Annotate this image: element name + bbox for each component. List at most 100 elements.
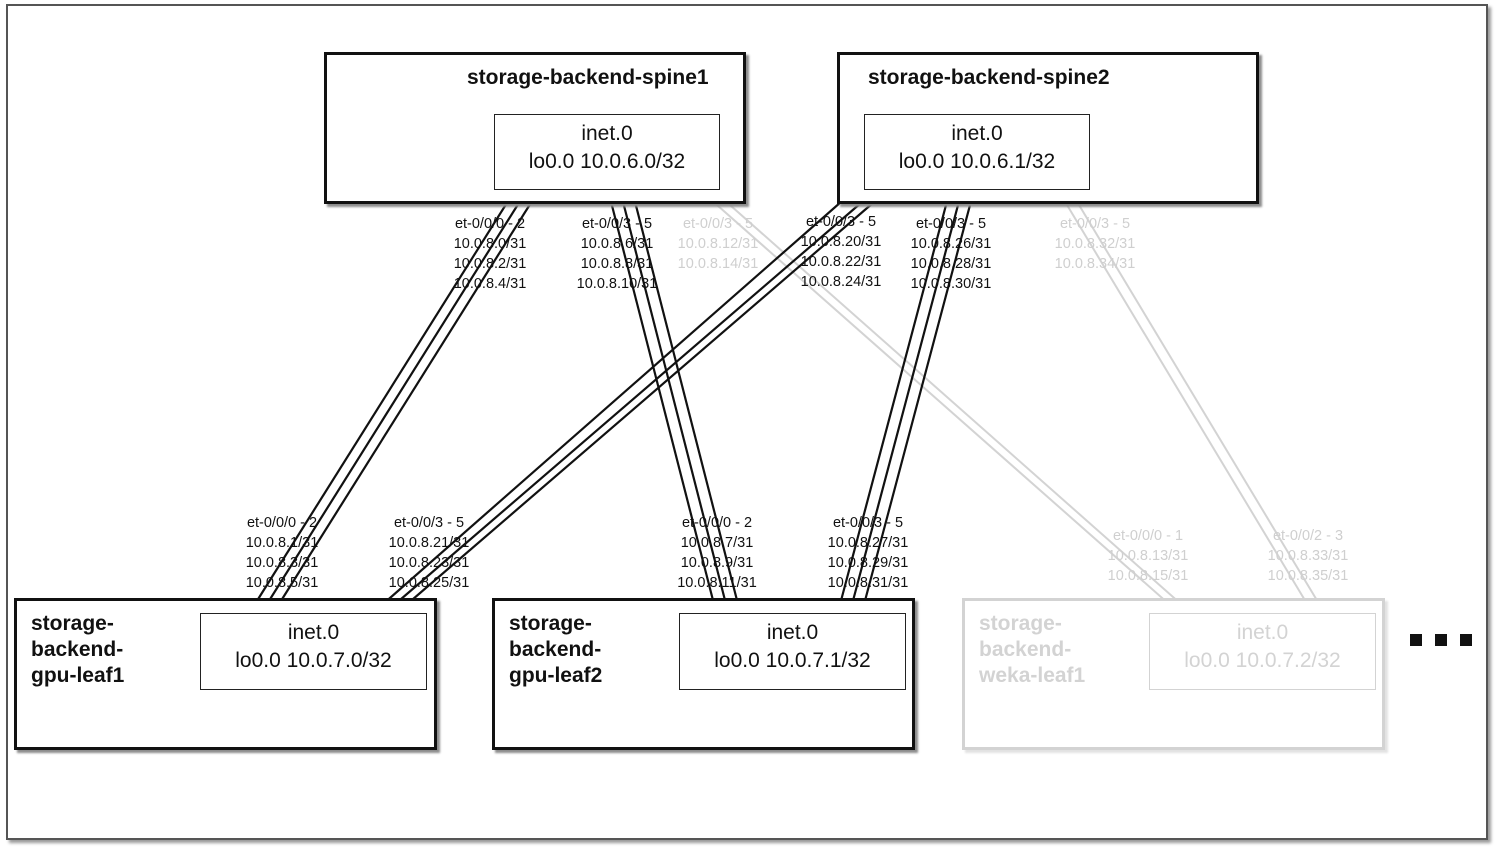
interface-range: et-0/0/3 - 5 — [805, 214, 877, 230]
interface-range: et-0/0/0 - 2 — [246, 515, 318, 531]
rib-name: inet.0 — [287, 621, 340, 644]
node-title: storage- backend- gpu-leaf2 — [509, 611, 602, 689]
ip-address: 10.0.8.26/31 — [910, 236, 992, 252]
link-label-spine2-weka-leaf1: et-0/0/3 - 5 10.0.8.32/31 10.0.8.34/31 — [1045, 214, 1145, 274]
ip-address: 10.0.8.31/31 — [827, 575, 909, 591]
link-label-gpu-leaf1-spine2: et-0/0/3 - 5 10.0.8.21/31 10.0.8.23/31 1… — [379, 513, 479, 593]
link-label-spine1-weka-leaf1: et-0/0/3 - 5 10.0.8.12/31 10.0.8.14/31 — [668, 214, 768, 274]
node-title-line: backend- — [509, 638, 602, 661]
link-spine2-weka-leaf1 — [1057, 189, 1313, 613]
dot-icon — [1460, 634, 1472, 646]
interface-range: et-0/0/2 - 3 — [1272, 528, 1344, 544]
link-spine2-gpu-leaf1 — [373, 179, 867, 613]
node-storage-backend-spine2[interactable]: storage-backend-spine2 inet.0 lo0.0 10.0… — [837, 52, 1259, 204]
link-label-gpu-leaf2-spine1: et-0/0/0 - 2 10.0.8.7/31 10.0.8.9/31 10.… — [667, 513, 767, 593]
ip-address: 10.0.8.23/31 — [388, 555, 470, 571]
node-title: storage- backend- weka-leaf1 — [979, 611, 1085, 689]
ip-address: 10.0.8.8/31 — [580, 256, 654, 272]
interface-range: et-0/0/3 - 5 — [393, 515, 465, 531]
ip-address: 10.0.8.10/31 — [576, 276, 658, 292]
routing-table-box: inet.0 lo0.0 10.0.6.1/32 — [864, 114, 1090, 190]
node-title: storage- backend- gpu-leaf1 — [31, 611, 124, 689]
rib-name: inet.0 — [581, 122, 633, 145]
link-spine2-weka-leaf1 — [1069, 189, 1325, 613]
node-title-line: storage- — [509, 612, 592, 635]
interface-range: et-0/0/3 - 5 — [832, 515, 904, 531]
ip-address: 10.0.8.11/31 — [677, 575, 757, 591]
interface-range: et-0/0/3 - 5 — [1059, 216, 1131, 232]
ip-address: 10.0.8.1/31 — [245, 535, 319, 551]
rib-name: inet.0 — [951, 122, 1003, 145]
loopback-address: lo0.0 10.0.6.1/32 — [898, 150, 1056, 173]
interface-range: et-0/0/0 - 1 — [1112, 528, 1184, 544]
loopback-address: lo0.0 10.0.7.0/32 — [235, 649, 392, 672]
ip-address: 10.0.8.3/31 — [245, 555, 319, 571]
link-spine1-gpu-leaf2 — [618, 189, 730, 613]
ip-address: 10.0.8.13/31 — [1107, 548, 1189, 564]
loopback-address: lo0.0 10.0.7.1/32 — [714, 649, 871, 672]
link-spine2-gpu-leaf1 — [397, 189, 889, 613]
link-spine1-gpu-leaf2 — [630, 189, 742, 613]
link-label-spine2-gpu-leaf1: et-0/0/3 - 5 10.0.8.20/31 10.0.8.22/31 1… — [791, 212, 891, 292]
link-label-gpu-leaf1-spine1: et-0/0/0 - 2 10.0.8.1/31 10.0.8.3/31 10.… — [232, 513, 332, 593]
ip-address: 10.0.8.35/31 — [1267, 568, 1349, 584]
dot-icon — [1435, 634, 1447, 646]
ip-address: 10.0.8.4/31 — [453, 276, 527, 292]
ip-address: 10.0.8.21/31 — [388, 535, 470, 551]
link-spine1-weka-leaf1 — [712, 189, 1191, 613]
rib-name: inet.0 — [766, 621, 819, 644]
node-title: storage-backend-spine1 — [467, 66, 709, 89]
routing-table-box: inet.0 lo0.0 10.0.7.0/32 — [200, 613, 427, 690]
ip-address: 10.0.8.2/31 — [453, 256, 527, 272]
link-label-spine2-gpu-leaf2: et-0/0/3 - 5 10.0.8.26/31 10.0.8.28/31 1… — [901, 214, 1001, 294]
loopback-address: lo0.0 10.0.6.0/32 — [528, 150, 686, 173]
node-title-line: backend- — [31, 638, 124, 661]
interface-range: et-0/0/0 - 2 — [681, 515, 753, 531]
more-nodes-ellipsis-icon — [1410, 634, 1472, 646]
link-spine2-gpu-leaf1 — [385, 189, 877, 613]
ip-address: 10.0.8.34/31 — [1054, 256, 1136, 272]
link-spine2-gpu-leaf2 — [848, 189, 964, 613]
interface-range: et-0/0/3 - 5 — [915, 216, 987, 232]
ip-address: 10.0.8.22/31 — [800, 254, 882, 270]
interface-range: et-0/0/3 - 5 — [581, 216, 653, 232]
ip-address: 10.0.8.32/31 — [1054, 236, 1136, 252]
link-spine2-gpu-leaf2 — [860, 189, 976, 613]
loopback-address: lo0.0 10.0.7.2/32 — [1184, 649, 1341, 672]
link-label-weka-leaf1-spine2: et-0/0/2 - 3 10.0.8.33/31 10.0.8.35/31 — [1258, 526, 1358, 586]
ip-address: 10.0.8.5/31 — [245, 575, 319, 591]
node-title-line: gpu-leaf1 — [31, 664, 125, 687]
interface-range: et-0/0/0 - 2 — [454, 216, 526, 232]
ip-address: 10.0.8.14/31 — [677, 256, 759, 272]
ip-address: 10.0.8.33/31 — [1267, 548, 1349, 564]
ip-address: 10.0.8.28/31 — [910, 256, 992, 272]
rib-name: inet.0 — [1236, 621, 1289, 644]
node-title-line: storage- — [979, 612, 1062, 635]
link-label-spine1-gpu-leaf1: et-0/0/0 - 2 10.0.8.0/31 10.0.8.2/31 10.… — [440, 214, 540, 294]
ip-address: 10.0.8.27/31 — [827, 535, 909, 551]
dot-icon — [1410, 634, 1422, 646]
routing-table-box: inet.0 lo0.0 10.0.7.2/32 — [1149, 613, 1376, 690]
ip-address: 10.0.8.20/31 — [800, 234, 882, 250]
faded-links — [699, 189, 1325, 613]
link-label-gpu-leaf2-spine2: et-0/0/3 - 5 10.0.8.27/31 10.0.8.29/31 1… — [818, 513, 918, 593]
ip-address: 10.0.8.6/31 — [580, 236, 654, 252]
link-spine1-gpu-leaf2 — [606, 189, 718, 613]
ip-address: 10.0.8.25/31 — [388, 575, 470, 591]
node-storage-backend-weka-leaf1[interactable]: storage- backend- weka-leaf1 inet.0 lo0.… — [962, 598, 1385, 750]
node-title-line: storage- — [31, 612, 114, 635]
node-storage-backend-gpu-leaf1[interactable]: storage- backend- gpu-leaf1 inet.0 lo0.0… — [14, 598, 437, 750]
link-spine2-gpu-leaf2 — [836, 189, 952, 613]
node-storage-backend-gpu-leaf2[interactable]: storage- backend- gpu-leaf2 inet.0 lo0.0… — [492, 598, 915, 750]
interface-range: et-0/0/3 - 5 — [682, 216, 754, 232]
ip-address: 10.0.8.9/31 — [680, 555, 754, 571]
ip-address: 10.0.8.15/31 — [1107, 568, 1189, 584]
ip-address: 10.0.8.7/31 — [680, 535, 754, 551]
routing-table-box: inet.0 lo0.0 10.0.7.1/32 — [679, 613, 906, 690]
node-storage-backend-spine1[interactable]: storage-backend-spine1 inet.0 lo0.0 10.0… — [324, 52, 746, 204]
routing-table-box: inet.0 lo0.0 10.0.6.0/32 — [494, 114, 720, 190]
node-title: storage-backend-spine2 — [868, 66, 1110, 89]
ip-address: 10.0.8.12/31 — [677, 236, 759, 252]
ip-address: 10.0.8.29/31 — [827, 555, 909, 571]
